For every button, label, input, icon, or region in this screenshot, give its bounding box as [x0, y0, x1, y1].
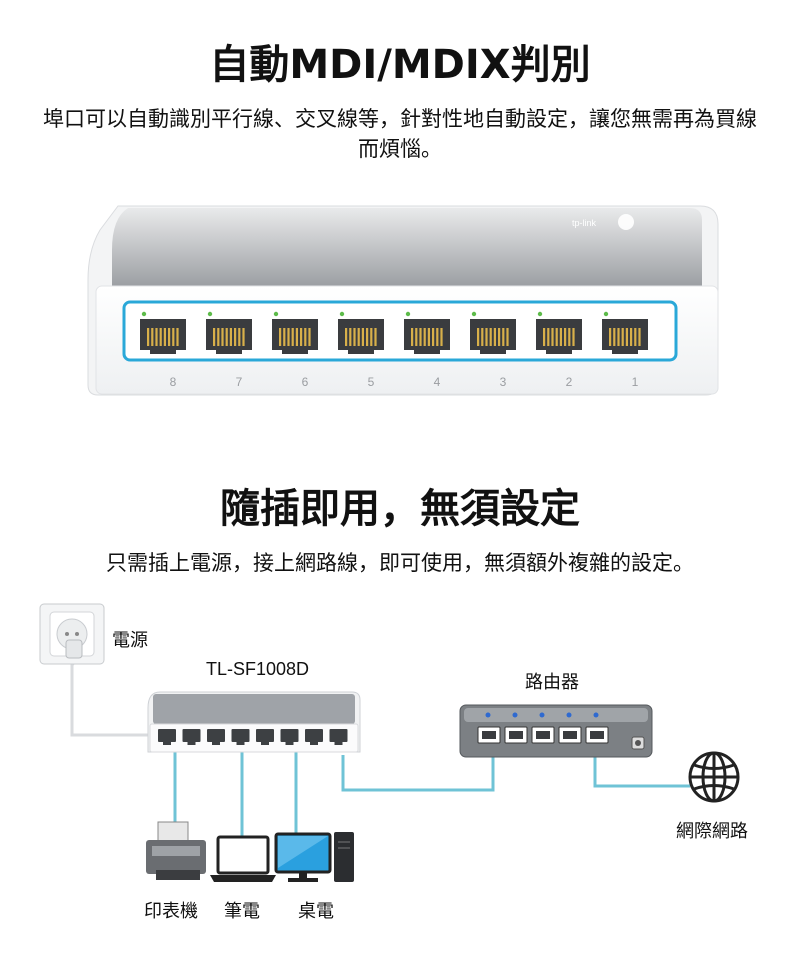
rj45-port-4[interactable] [404, 311, 450, 354]
printer-label: 印表機 [144, 901, 198, 922]
desktop-icon [274, 832, 354, 882]
port-number-1: 1 [632, 375, 639, 389]
switch-product-image: tp-link 8 7 6 5 4 3 2 1 [87, 205, 719, 396]
port-number-5: 5 [368, 375, 375, 389]
mdi-mdix-title: 自動MDI/MDIX判別 [209, 42, 591, 88]
switch-port[interactable] [158, 729, 176, 742]
switch-port[interactable] [329, 729, 348, 742]
plug-and-play-title: 隨插即用，無須設定 [220, 486, 580, 532]
switch-port[interactable] [256, 729, 274, 742]
switch-port[interactable] [182, 729, 201, 742]
switch-port[interactable] [207, 729, 225, 742]
internet-label: 網際網路 [676, 821, 748, 842]
power-label: 電源 [112, 630, 148, 651]
router-label: 路由器 [525, 672, 579, 693]
svg-text:tp-link: tp-link [572, 218, 597, 228]
network-diagram [39, 603, 740, 882]
mdi-mdix-description: 埠口可以自動識別平行線、交叉線等，針對性地自動設定，讓您無需再為買線而煩惱。 [43, 107, 757, 161]
port-number-2: 2 [566, 375, 573, 389]
tp-link-logo: tp-link [572, 214, 634, 230]
switch-icon[interactable] [147, 691, 361, 753]
switch-top-panel [112, 208, 702, 286]
ethernet-cables [173, 750, 690, 860]
rj45-port-6[interactable] [272, 311, 318, 354]
switch-model-label: TL-SF1008D [206, 659, 310, 679]
globe-icon [688, 751, 740, 803]
laptop-label: 筆電 [224, 901, 260, 922]
rj45-port-2[interactable] [536, 311, 582, 354]
plug-and-play-description: 只需插上電源，接上網路線，即可使用，無須額外複雜的設定。 [106, 551, 694, 575]
port-number-8: 8 [170, 375, 177, 389]
power-outlet-icon [39, 603, 105, 665]
switch-port[interactable] [280, 729, 299, 742]
rj45-port-8[interactable] [140, 311, 186, 354]
switch-port[interactable] [305, 729, 323, 742]
port-number-3: 3 [500, 375, 507, 389]
desktop-label: 桌電 [298, 901, 334, 922]
switch-port[interactable] [231, 729, 250, 742]
laptop-icon [210, 835, 276, 882]
port-number-4: 4 [434, 375, 441, 389]
rj45-port-1[interactable] [602, 311, 648, 354]
port-number-7: 7 [236, 375, 243, 389]
rj45-port-5[interactable] [338, 311, 384, 354]
port-number-6: 6 [302, 375, 309, 389]
rj45-port-3[interactable] [470, 311, 516, 354]
printer-icon [146, 821, 206, 880]
router-icon[interactable] [459, 704, 653, 758]
rj45-port-7[interactable] [206, 311, 252, 354]
